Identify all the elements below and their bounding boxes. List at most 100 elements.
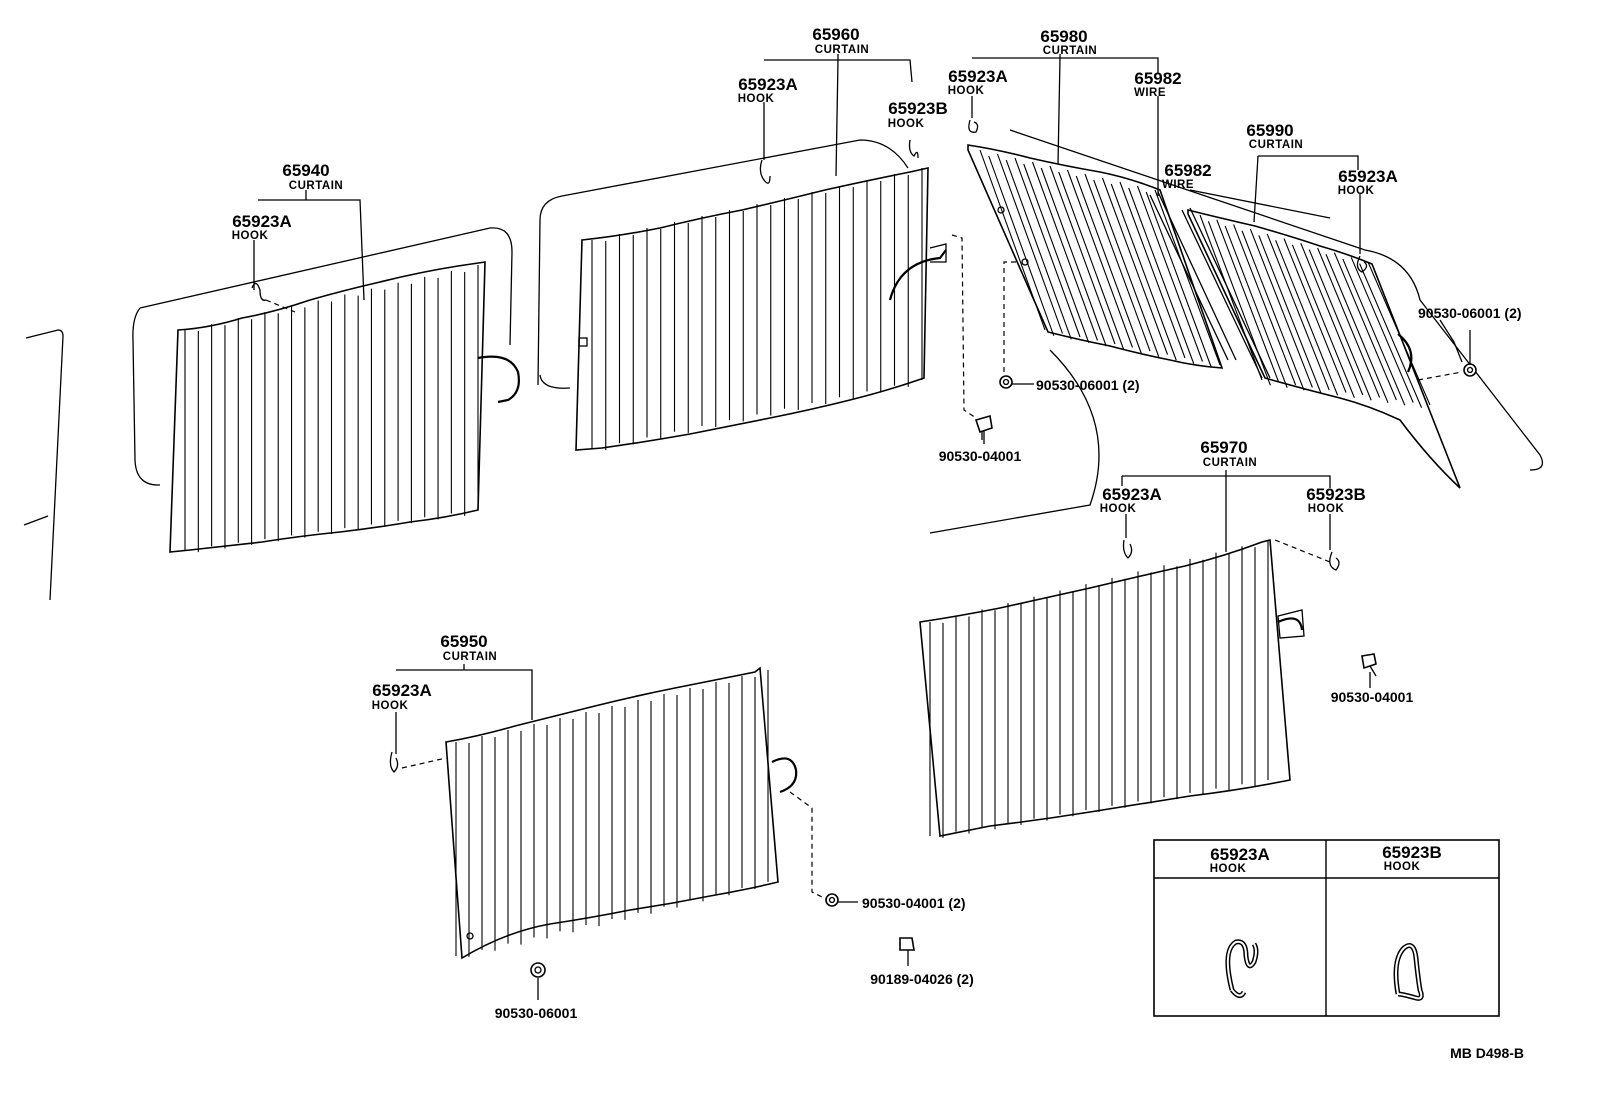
wire-name: WIRE: [1134, 87, 1166, 99]
hook-part-number: 65923A: [1338, 167, 1398, 186]
pleat-line: [1275, 239, 1339, 396]
leaders-65990: [1189, 155, 1463, 363]
pleat-line: [1145, 191, 1212, 368]
pleat-line: [1128, 187, 1195, 364]
pleat-line: [1308, 249, 1372, 401]
tie-band: [888, 249, 947, 301]
tie-tab: [1277, 609, 1305, 639]
pleat-line: [1119, 181, 1186, 359]
hook-name: HOOK: [738, 93, 775, 105]
curtain-65950-pleats: [455, 670, 769, 957]
pleat-line: [1325, 254, 1389, 403]
wire-rod: [1181, 207, 1271, 379]
pleat-line: [1317, 247, 1381, 398]
fastener-hole: [997, 206, 1005, 214]
pleat-line: [1241, 230, 1305, 391]
fastener-label: 90530-06001 (2): [1036, 377, 1140, 393]
part-name: CURTAIN: [1043, 45, 1097, 57]
tie-band: [1397, 333, 1413, 373]
pleat-line: [1031, 161, 1099, 341]
pleat-line: [1084, 173, 1151, 352]
curtain-65970[interactable]: [919, 538, 1340, 838]
wire-part-number: 65982: [1134, 69, 1181, 88]
fastener-hole: [1021, 258, 1029, 266]
wire-rod: [1149, 191, 1237, 361]
pleat-line: [1224, 225, 1288, 388]
hook-icon: [759, 159, 771, 184]
pleat-line: [1023, 163, 1090, 343]
fastener-label: 90530-06001 (2): [1418, 305, 1522, 321]
part-name: CURTAIN: [815, 44, 869, 56]
pleat-line: [1136, 185, 1204, 362]
hook-part-number: 65923A: [1102, 485, 1162, 504]
fastener-icons: [530, 330, 1477, 1000]
hook-name: HOOK: [372, 700, 409, 712]
leaders-65950: [395, 664, 533, 754]
pleat-line: [1350, 257, 1414, 403]
hook-name: HOOK: [948, 85, 985, 97]
tie-band: [771, 757, 798, 794]
pleat-line: [1283, 238, 1347, 393]
pleat-line: [1333, 252, 1397, 401]
curtain-65950[interactable]: [389, 666, 829, 960]
curtain-65990-pleats: [1199, 214, 1431, 408]
leaders-65970: [1121, 470, 1331, 552]
part-number-65950: 65950: [440, 632, 487, 651]
pleat-line: [1101, 177, 1169, 355]
pleat-line: [996, 153, 1064, 334]
hook-part-number: 65923B: [888, 99, 948, 118]
curtain-65960[interactable]: [575, 139, 977, 451]
hook-name: HOOK: [888, 118, 925, 130]
legend-part-b: 65923B: [1382, 843, 1442, 862]
pleat-line: [1216, 219, 1280, 383]
part-name: CURTAIN: [1249, 139, 1303, 151]
pleat-line: [1258, 235, 1322, 393]
curtain-65940[interactable]: [169, 261, 520, 553]
hook-icon: [1122, 539, 1133, 559]
hook-icon: [968, 119, 979, 133]
legend-name-b: HOOK: [1384, 861, 1421, 873]
curtain-65990[interactable]: [1181, 207, 1463, 489]
diagram-code: MB D498-B: [1450, 1045, 1524, 1061]
curtain-65980-pleats: [979, 149, 1221, 368]
fastener-label: 90530-06001: [495, 1005, 578, 1021]
part-number-65980: 65980: [1040, 27, 1087, 46]
pleat-line: [1154, 189, 1221, 366]
hook-part-number: 65923A: [738, 75, 798, 94]
pleat-line: [1359, 263, 1423, 408]
curtain-65960-pleats: [591, 168, 923, 451]
fastener-label: 90530-04001: [939, 448, 1022, 464]
pleat-line: [1058, 171, 1125, 350]
curtain-65980[interactable]: [967, 119, 1237, 374]
hook-part-number: 65923B: [1306, 485, 1366, 504]
hook-legend: 65923A HOOK 65923B HOOK: [1153, 839, 1500, 1017]
hook-icon: [1329, 551, 1340, 571]
pleat-line: [1075, 175, 1142, 354]
part-number-65960: 65960: [812, 25, 859, 44]
fastener-label: 90530-04001: [1331, 689, 1414, 705]
leaders-65940: [253, 190, 365, 301]
tie-tab: [929, 243, 947, 263]
fastener-label: 90189-04026 (2): [870, 971, 974, 987]
wire-name: WIRE: [1162, 179, 1194, 191]
pleat-line: [1233, 224, 1297, 386]
pleat-line: [1291, 244, 1355, 398]
hook-name: HOOK: [1100, 503, 1137, 515]
pleat-line: [1266, 233, 1330, 391]
part-number-65970: 65970: [1200, 438, 1247, 457]
labels: 65940 CURTAIN 65923A HOOK 65960 CURTAIN …: [232, 25, 1522, 1021]
pleat-line: [1110, 183, 1177, 361]
pleat-line: [1005, 159, 1072, 340]
tie-band: [477, 355, 520, 404]
hook-icon: [1356, 255, 1368, 273]
hook-part-number: 65923A: [232, 212, 292, 231]
wire-part-number: 65982: [1164, 161, 1211, 180]
pleat-line: [1049, 165, 1116, 345]
part-name: CURTAIN: [443, 651, 497, 663]
fastener-label: 90530-04001 (2): [862, 895, 966, 911]
hook-part-number: 65923A: [372, 681, 432, 700]
legend-name-a: HOOK: [1210, 863, 1247, 875]
hook-icon: [389, 751, 399, 773]
